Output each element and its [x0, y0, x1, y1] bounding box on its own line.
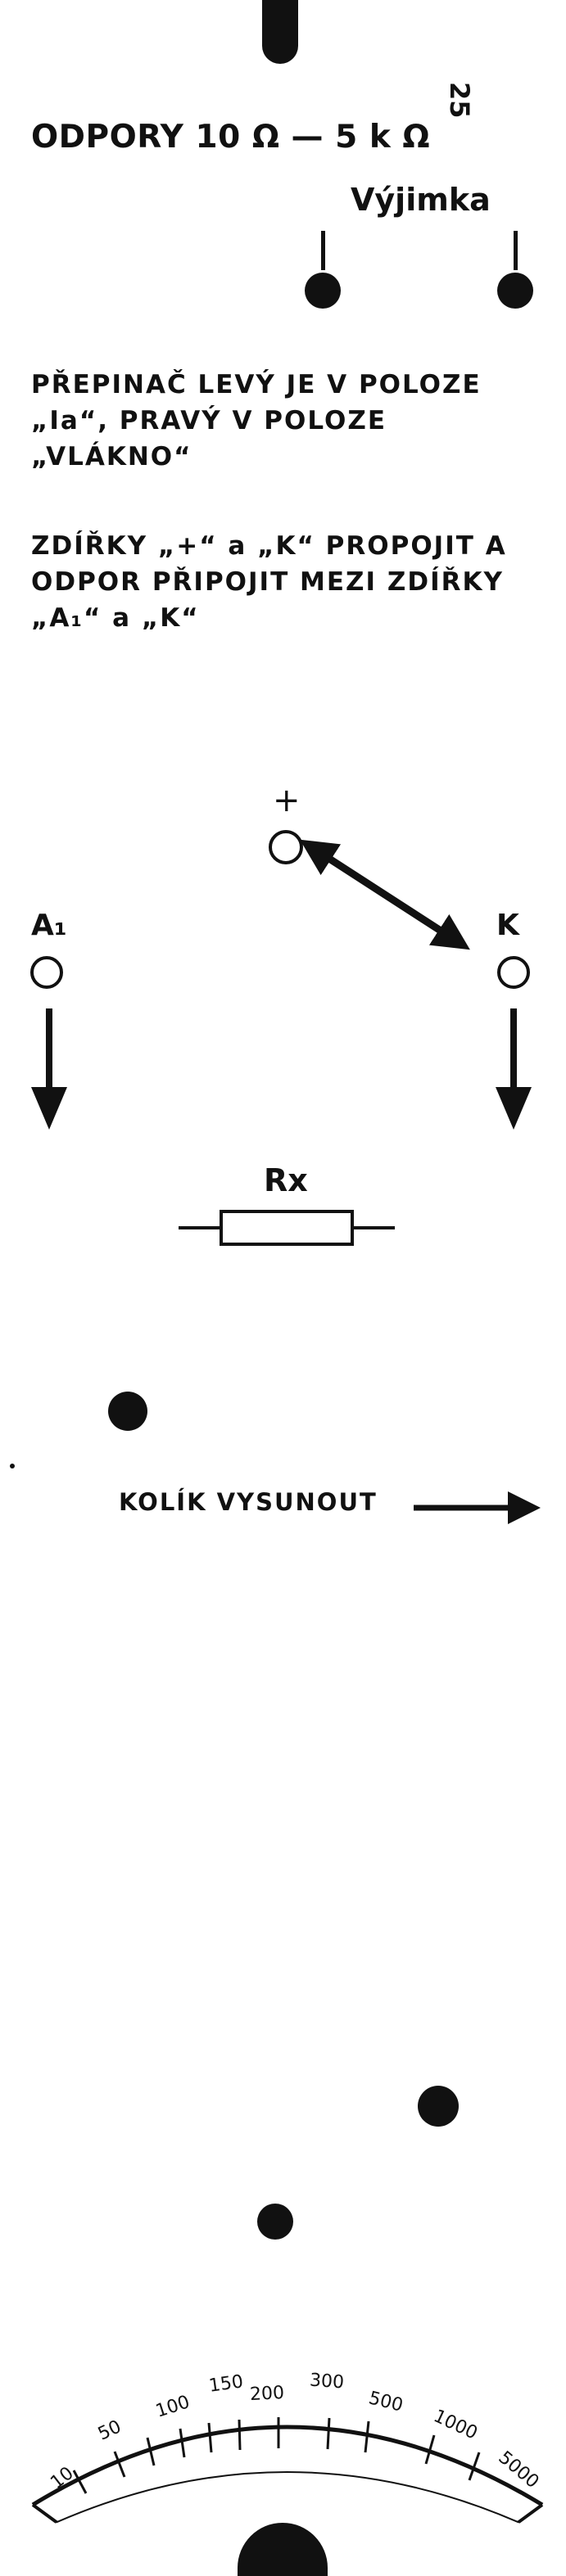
terminal-a1-label: A₁ [31, 909, 67, 942]
double-arrow-plus-to-k [300, 839, 470, 950]
terminal-k-socket [497, 956, 530, 989]
resistance-scale-dial [25, 2417, 549, 2529]
pin-instruction: KOLÍK VYSUNOUT [119, 1488, 378, 1516]
exception-pin-right-dot [497, 273, 533, 309]
arrowhead-down-a1 [31, 1087, 67, 1130]
scale-lower-band [25, 2473, 549, 2529]
arrowhead-pin-out [508, 1491, 541, 1524]
terminal-a1-socket [30, 956, 63, 989]
resistor-body [220, 1210, 354, 1246]
terminal-k-label: K [496, 909, 519, 942]
top-tab-notch [262, 0, 298, 64]
instruction-switch-position: PŘEPINAČ LEVÝ JE V POLOZE „Ia“, PRAVÝ V … [31, 370, 482, 471]
scale-outer-arc [31, 2425, 544, 2507]
terminal-plus-label: + [273, 782, 301, 819]
exception-pin-left-dot [305, 273, 341, 309]
page-title: ODPORY 10 Ω — 5 k Ω [31, 119, 431, 156]
speck [10, 1464, 15, 1468]
punch-hole [418, 2086, 459, 2127]
scale-ticks [72, 2417, 481, 2494]
punch-hole [108, 1392, 147, 1431]
exception-pin-left-line [321, 231, 325, 270]
resistor-label: Rx [264, 1162, 308, 1198]
arrowhead-down-k [496, 1087, 532, 1130]
terminal-plus-socket [269, 830, 303, 864]
exception-pin-right-line [514, 231, 518, 270]
punch-hole [257, 2204, 293, 2240]
exception-label: Výjimka [351, 182, 491, 218]
instruction-connect-terminals: ZDÍŘKY „+“ a „K“ PROPOJIT A ODPOR PŘIPOJ… [31, 531, 507, 633]
